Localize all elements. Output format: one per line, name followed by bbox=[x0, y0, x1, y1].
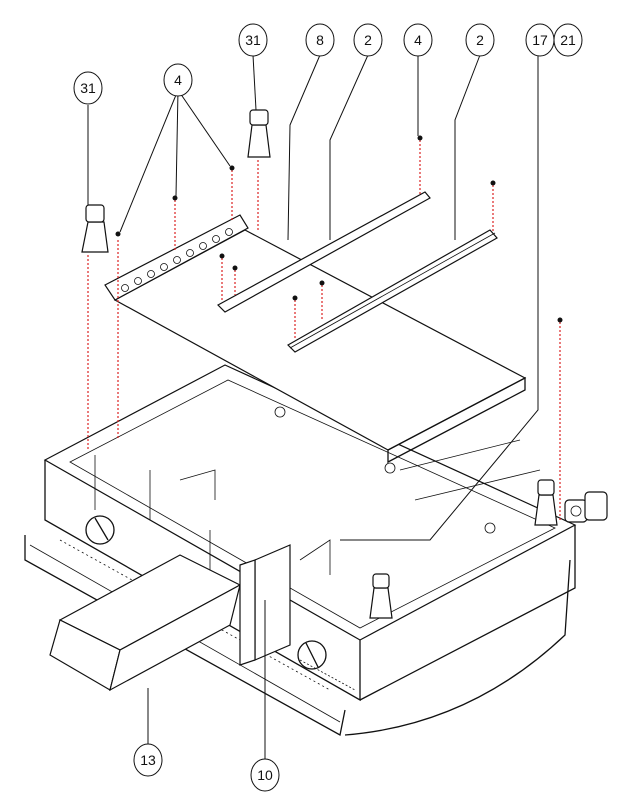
callout-label: 17 bbox=[532, 32, 548, 48]
callout-label: 10 bbox=[257, 767, 273, 783]
callout-balloon: 4 bbox=[403, 23, 433, 57]
front-hood bbox=[49, 554, 242, 692]
assembly-lines bbox=[87, 140, 561, 520]
leader-lines bbox=[87, 54, 539, 760]
foot-front bbox=[369, 573, 393, 619]
callout-label: 2 bbox=[476, 32, 484, 48]
callout-label: 4 bbox=[174, 72, 182, 88]
callout-label: 2 bbox=[364, 32, 372, 48]
top-plate bbox=[104, 214, 527, 464]
callout-balloon: 2 bbox=[465, 23, 495, 57]
foot-center bbox=[247, 109, 271, 158]
callout-label: 31 bbox=[80, 80, 96, 96]
rail-right bbox=[287, 229, 498, 353]
callout-label: 21 bbox=[560, 32, 576, 48]
bracket bbox=[239, 544, 291, 666]
callout-balloon: 21 bbox=[553, 23, 583, 57]
callout-balloon: 13 bbox=[133, 743, 163, 777]
gas-connector bbox=[564, 491, 608, 523]
callout-balloon: 31 bbox=[238, 23, 268, 57]
callout-balloon: 31 bbox=[73, 71, 103, 105]
callout-balloon: 17 bbox=[525, 23, 555, 57]
screws bbox=[115, 135, 563, 323]
callout-balloon: 10 bbox=[250, 758, 280, 792]
callout-label: 31 bbox=[245, 32, 261, 48]
foot-right bbox=[534, 479, 558, 526]
callout-label: 8 bbox=[316, 32, 324, 48]
callout-label: 13 bbox=[140, 752, 156, 768]
callout-balloon: 4 bbox=[163, 63, 193, 97]
callout-label: 4 bbox=[414, 32, 422, 48]
foot-left bbox=[81, 204, 109, 253]
rail-left bbox=[217, 191, 431, 313]
callout-balloon: 8 bbox=[305, 23, 335, 57]
callout-balloon: 2 bbox=[353, 23, 383, 57]
